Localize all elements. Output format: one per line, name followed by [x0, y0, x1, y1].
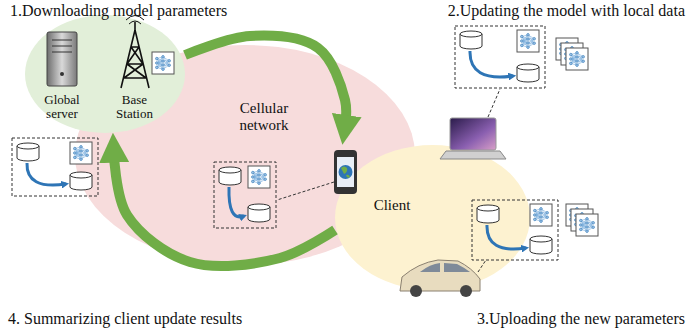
leader-line: [488, 89, 500, 117]
update-arrow: [27, 163, 66, 185]
node-label: Base Station: [107, 93, 162, 122]
node-label: Cellular network: [225, 100, 303, 133]
step-label: 1.Downloading model parameters: [10, 2, 227, 20]
step-label: 2.Updating the model with local data: [448, 2, 685, 20]
client-region: Client: [335, 145, 530, 290]
network-icon: [517, 30, 539, 52]
database-icon: [17, 143, 39, 161]
database-icon: [248, 204, 270, 222]
network-region: Cellular network: [75, 45, 415, 265]
step-label: 4. Summarizing client update results: [8, 310, 242, 328]
dashed-frame: [455, 26, 545, 88]
ellipse-outline: [75, 45, 415, 265]
step-slot: 1.Downloading model parameters: [10, 2, 227, 20]
step-slot: 3.Uploading the new parameters: [477, 310, 685, 328]
laptop-icon: [440, 118, 506, 159]
step-label: 3.Uploading the new parameters: [477, 310, 685, 328]
network-icon: [248, 166, 270, 188]
update-arrow: [470, 51, 513, 77]
network-icon: [530, 204, 552, 226]
server-icon: [47, 32, 77, 86]
network-icon: [152, 52, 174, 74]
database-icon: [70, 172, 92, 190]
database-icon: [530, 236, 552, 254]
phone-icon: [334, 150, 357, 194]
node-label: Client: [367, 197, 417, 214]
ellipse-outline: [335, 145, 530, 290]
step-slot: 4. Summarizing client update results: [8, 310, 242, 328]
server-region: Global server Base Station: [25, 15, 185, 133]
network-icon: [566, 48, 588, 70]
network-icon: [70, 142, 92, 164]
step-slot: 2.Updating the model with local data: [448, 2, 685, 20]
node-label: Global server: [37, 93, 87, 122]
database-icon: [219, 167, 241, 185]
database-icon: [517, 64, 539, 82]
network-icon: [576, 214, 598, 236]
database-icon: [460, 31, 482, 49]
database-icon: [477, 205, 499, 223]
